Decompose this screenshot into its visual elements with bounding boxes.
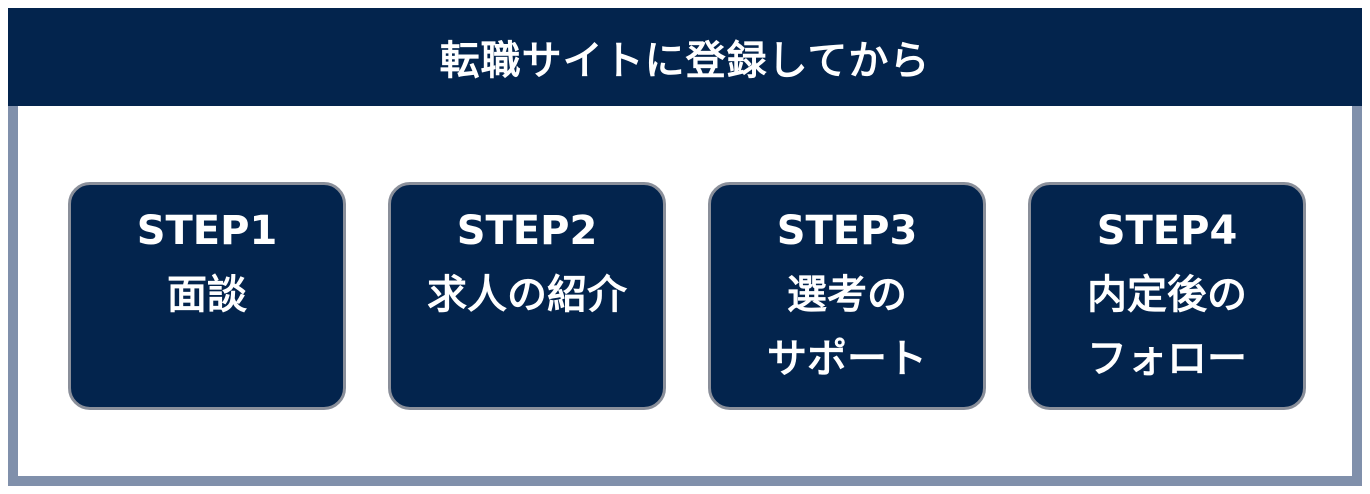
step-card-2: STEP2 求人の紹介 [388, 182, 666, 410]
step-label: STEP4 [1096, 208, 1238, 254]
step-card-4: STEP4 内定後の フォロー [1028, 182, 1306, 410]
header-banner: 転職サイトに登録してから [8, 8, 1362, 106]
step-text-line: サポート [767, 336, 927, 382]
step-text-line: 内定後の [1087, 272, 1247, 318]
step-label: STEP3 [776, 208, 918, 254]
header-title: 転職サイトに登録してから [439, 38, 931, 84]
step-card-1: STEP1 面談 [68, 182, 346, 410]
step-label: STEP1 [136, 208, 278, 254]
step-text-line: 求人の紹介 [427, 272, 627, 318]
steps-row: STEP1 面談 STEP2 求人の紹介 STEP3 選考の サポート STEP… [68, 182, 1308, 410]
step-text-line: フォロー [1087, 336, 1247, 382]
step-text-line: 選考の [787, 272, 907, 318]
step-card-3: STEP3 選考の サポート [708, 182, 986, 410]
step-text-line: 面談 [167, 272, 247, 318]
step-label: STEP2 [456, 208, 598, 254]
